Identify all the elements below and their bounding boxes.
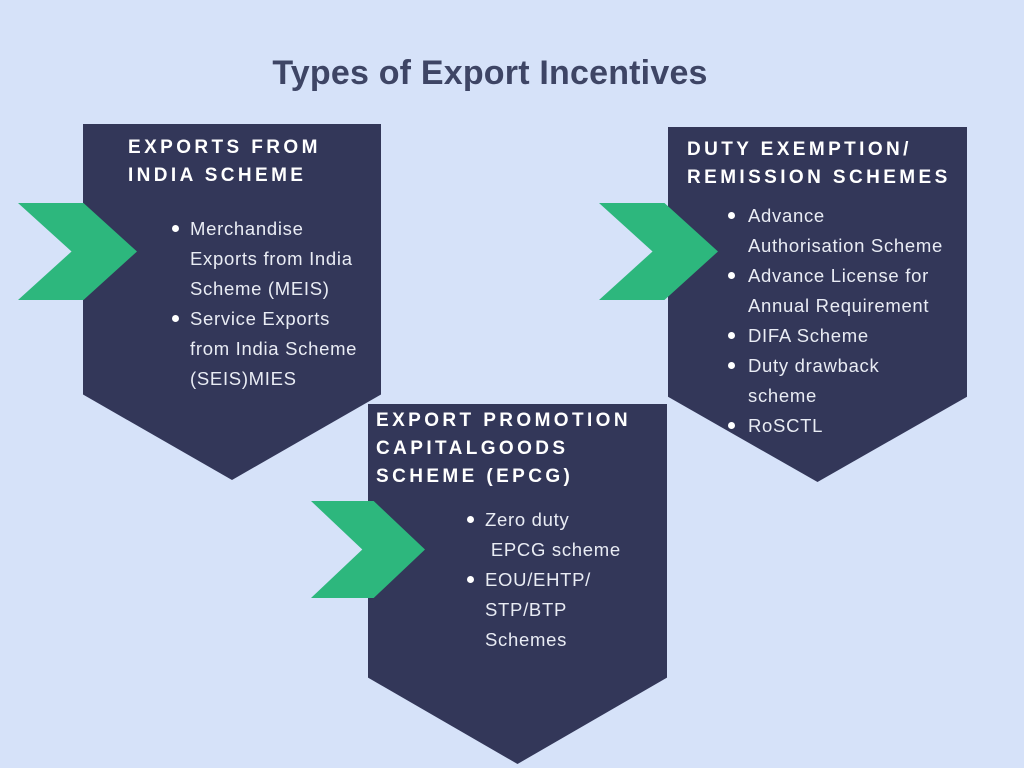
bullet-list: Merchandise Exports from India Scheme (M… (172, 214, 372, 394)
bullet-item: Duty drawback scheme (728, 351, 964, 411)
bullet-item: Advance License for Annual Requirement (728, 261, 964, 321)
bullet-item: DIFA Scheme (728, 321, 964, 351)
diagram-title: Types of Export Incentives (272, 53, 708, 92)
bullet-item: Merchandise Exports from India Scheme (M… (172, 214, 372, 304)
incentive-box-duty-exemption-remission-schemes: DUTY EXEMPTION/ REMISSION SCHEMES Advanc… (668, 127, 967, 482)
bullet-item: EOU/EHTP/ STP/BTP Schemes (467, 565, 657, 655)
box-heading: EXPORT PROMOTION CAPITALGOODS SCHEME (EP… (376, 410, 631, 487)
incentive-box-export-promotion-capital-goods-scheme: EXPORT PROMOTION CAPITALGOODS SCHEME (EP… (368, 404, 667, 764)
bullet-item: Service Exports from India Scheme (SEIS)… (172, 304, 372, 394)
box-heading: EXPORTS FROM INDIA SCHEME (128, 137, 321, 186)
incentive-box-exports-from-india-scheme: EXPORTS FROM INDIA SCHEME Merchandise Ex… (83, 124, 381, 480)
box-heading: DUTY EXEMPTION/ REMISSION SCHEMES (687, 139, 951, 188)
bullet-item: RoSCTL (728, 411, 964, 441)
bullet-item: Advance Authorisation Scheme (728, 201, 964, 261)
bullet-item: Zero duty EPCG scheme (467, 505, 657, 565)
